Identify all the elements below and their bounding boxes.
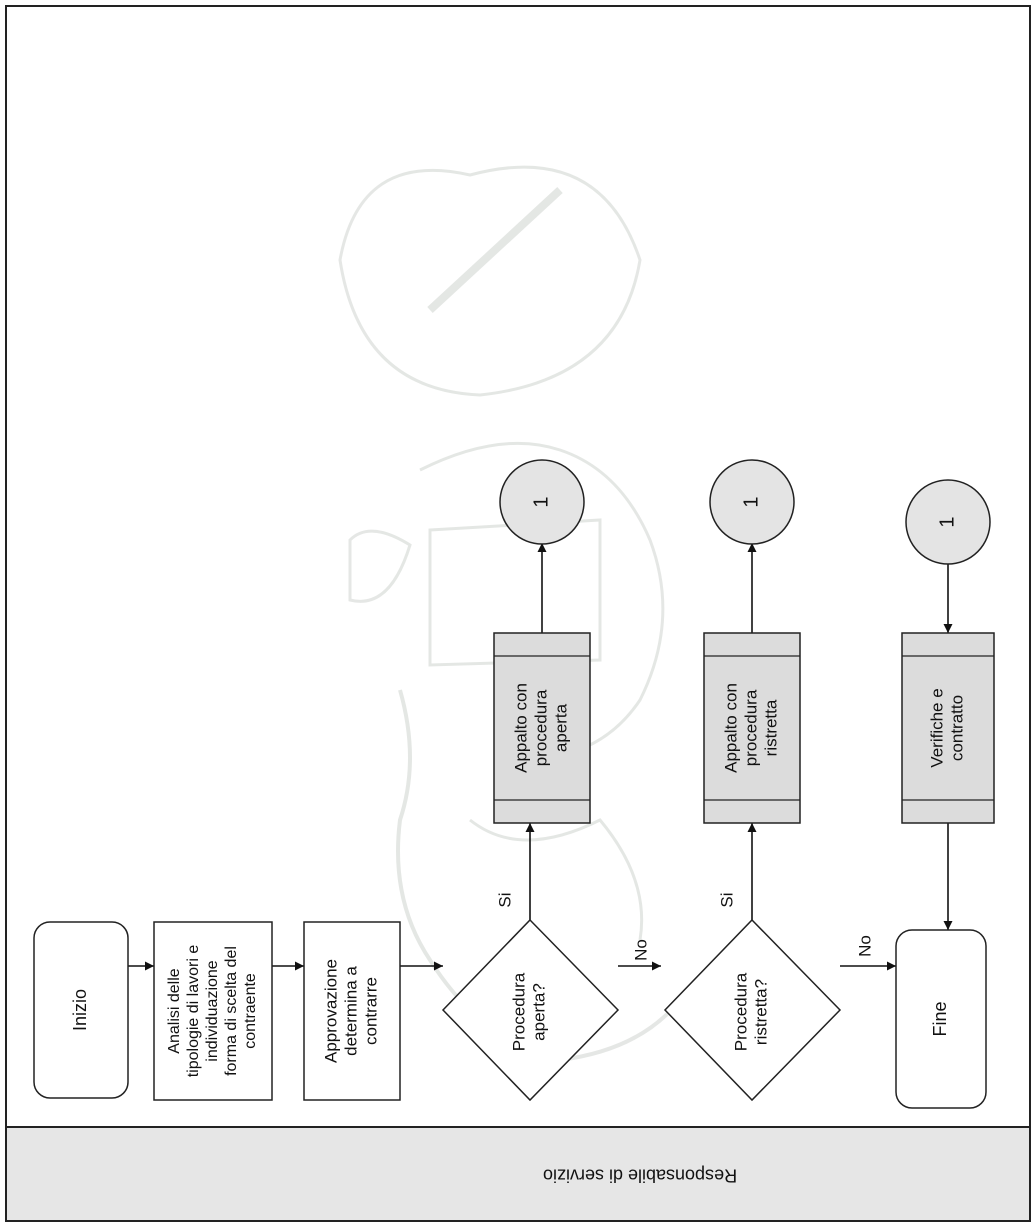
process-restricted-box bbox=[703, 632, 801, 824]
connector-restricted bbox=[709, 459, 795, 545]
connector-open-label: 1 bbox=[530, 496, 552, 507]
analysis-line: individuazione bbox=[204, 960, 221, 1062]
decision-restricted-line: ristretta? bbox=[751, 979, 770, 1045]
edge-label-open-no: No bbox=[631, 939, 650, 961]
decision-restricted-diamond bbox=[663, 918, 842, 1102]
approval-line: determina a bbox=[341, 966, 360, 1056]
edge-label-open-yes: Si bbox=[495, 892, 514, 907]
swimlane-label: Responsabile di servizio bbox=[543, 1165, 737, 1185]
process-open-line: aperta bbox=[551, 703, 570, 752]
end-label: Fine bbox=[930, 1001, 950, 1036]
watermark-emblem bbox=[338, 165, 682, 1063]
process-open-line: Appalto con bbox=[511, 683, 530, 773]
swimlane-band bbox=[5, 1126, 1031, 1222]
analysis-process bbox=[153, 921, 273, 1101]
process-open-box bbox=[493, 632, 591, 824]
connector-open bbox=[499, 459, 585, 545]
process-restricted-line: procedura bbox=[741, 689, 760, 766]
analysis-line: Analisi delle bbox=[166, 968, 183, 1053]
analysis-line: forma di scelta del bbox=[223, 946, 240, 1076]
approval-line: Approvazione bbox=[321, 959, 340, 1063]
connector-checks bbox=[905, 479, 991, 565]
decision-open-line: aperta? bbox=[529, 983, 548, 1041]
process-checks-box bbox=[901, 632, 995, 824]
approval-process bbox=[303, 921, 401, 1101]
process-restricted-line: ristretta bbox=[761, 699, 780, 756]
decision-open-line: Procedura bbox=[509, 972, 528, 1051]
process-checks-line: Verifiche e bbox=[927, 688, 946, 767]
connector-checks-label: 1 bbox=[936, 516, 958, 527]
decision-restricted-line: Procedura bbox=[731, 972, 750, 1051]
start-label: Inizio bbox=[70, 989, 90, 1031]
edge-label-restricted-no: No bbox=[855, 935, 874, 957]
analysis-line: tipologie di lavori e bbox=[185, 945, 202, 1078]
flow-edges bbox=[128, 543, 953, 971]
approval-line: contrarre bbox=[361, 977, 380, 1045]
decision-open-diamond bbox=[441, 918, 620, 1102]
process-open-line: procedura bbox=[531, 689, 550, 766]
process-restricted-line: Appalto con bbox=[721, 683, 740, 773]
start-terminator bbox=[33, 921, 129, 1099]
process-checks-line: contratto bbox=[947, 695, 966, 761]
end-terminator bbox=[895, 929, 987, 1109]
analysis-line: contraente bbox=[242, 973, 259, 1049]
connector-restricted-label: 1 bbox=[740, 496, 762, 507]
edge-label-restricted-yes: Si bbox=[717, 892, 736, 907]
